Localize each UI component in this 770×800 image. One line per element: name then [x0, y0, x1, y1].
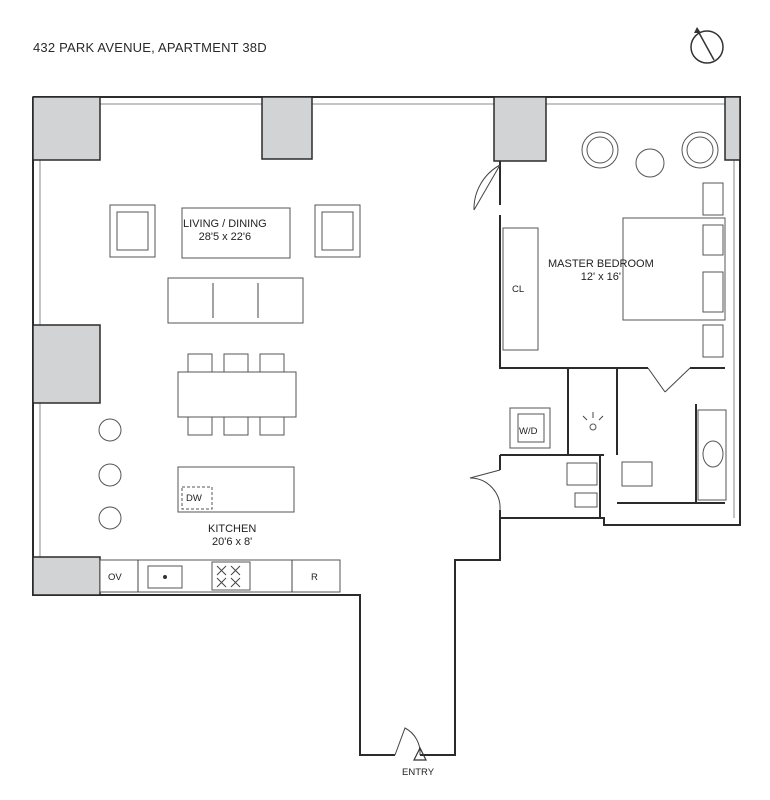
- kitchen-island: [177, 466, 295, 513]
- room-name: KITCHEN: [208, 523, 257, 535]
- room-label-bedroom: MASTER BEDROOM 12' x 16': [548, 258, 654, 284]
- toilet-icon: [621, 461, 653, 487]
- column-nw: [32, 96, 101, 161]
- column-sw: [32, 556, 101, 596]
- bedroom-furniture: [502, 131, 726, 358]
- entry-label: ENTRY: [402, 767, 435, 778]
- room-name: MASTER BEDROOM: [548, 258, 654, 270]
- washer-dryer-label: W/D: [519, 426, 538, 437]
- room-name: LIVING / DINING: [183, 218, 267, 230]
- sink-icon: [574, 492, 598, 508]
- nightstand: [702, 324, 724, 358]
- dishwasher-outline: [181, 486, 213, 510]
- kitchen-fixtures: [98, 418, 341, 593]
- living-furniture: [109, 204, 361, 436]
- column-w: [32, 324, 101, 404]
- structural-columns: [32, 96, 741, 596]
- closet-label: CL: [512, 284, 525, 295]
- dining-chair: [187, 353, 213, 373]
- dining-chair: [259, 416, 285, 436]
- shower-icon: [582, 412, 604, 431]
- interior-walls: [394, 161, 725, 756]
- dining-chair: [223, 416, 249, 436]
- dining-chair: [223, 353, 249, 373]
- refrigerator-label: R: [311, 572, 318, 583]
- bath-fixtures: [509, 407, 727, 508]
- room-label-living: LIVING / DINING 28'5 x 22'6: [183, 218, 267, 244]
- oven-label: OV: [108, 572, 122, 583]
- closet: [502, 227, 539, 351]
- dining-chair: [187, 416, 213, 436]
- toilet-icon: [566, 462, 598, 486]
- plan-title: 432 PARK AVENUE, APARTMENT 38D: [33, 40, 267, 55]
- exterior-walls: [32, 96, 741, 756]
- room-size: 20'6 x 8': [211, 536, 253, 548]
- dining-chair: [259, 353, 285, 373]
- room-size: 12' x 16': [580, 271, 622, 283]
- north-arrow-icon: [690, 27, 724, 64]
- room-label-kitchen: KITCHEN 20'6 x 8': [208, 523, 256, 549]
- basin-icon: [702, 440, 724, 468]
- bar-stool: [98, 506, 122, 530]
- dishwasher-label: DW: [186, 493, 202, 504]
- coffee-table: [181, 207, 291, 259]
- side-table: [635, 148, 665, 178]
- sofa: [167, 277, 304, 324]
- bar-stool: [98, 418, 122, 442]
- dining-table: [177, 371, 297, 418]
- column-n2: [493, 96, 547, 162]
- nightstand: [702, 182, 724, 216]
- column-n1: [261, 96, 313, 160]
- bar-stool: [98, 463, 122, 487]
- column-ne: [724, 96, 741, 161]
- entry-marker-icon: [413, 746, 427, 761]
- room-size: 28'5 x 22'6: [198, 231, 252, 243]
